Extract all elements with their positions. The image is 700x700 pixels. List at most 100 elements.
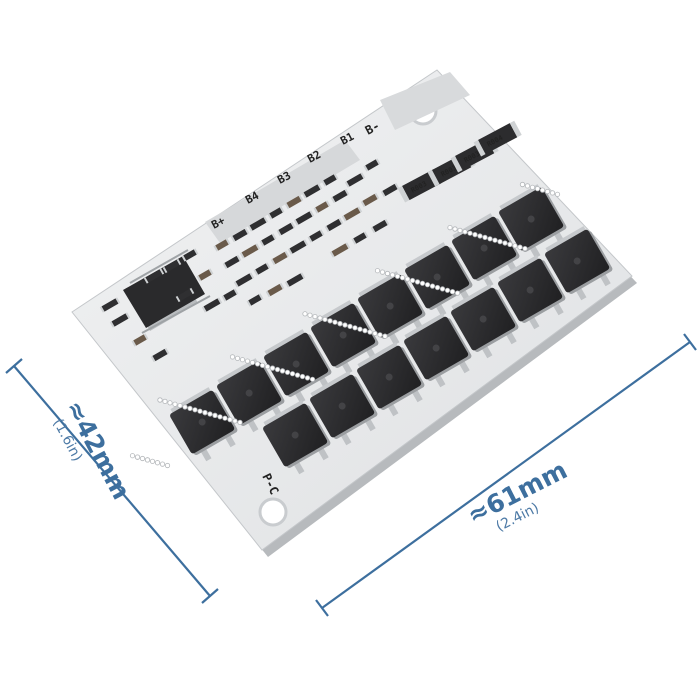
via-hole — [342, 322, 348, 328]
via-hole — [472, 232, 478, 238]
width-dimension-line — [315, 333, 697, 617]
via-hole — [159, 461, 166, 467]
via-hole — [384, 270, 391, 277]
sense-resistors: R003 R003 R003 R004 — [397, 120, 522, 203]
smd-part — [201, 297, 223, 313]
via-hole — [187, 405, 193, 411]
via-hole — [299, 373, 306, 380]
via-hole — [539, 187, 546, 193]
pin-label-b1: B1 — [338, 130, 356, 148]
via-hole — [524, 183, 531, 189]
smd-part — [313, 200, 331, 214]
via-hole — [239, 357, 246, 363]
via-hole — [419, 280, 426, 286]
via-hole — [507, 241, 513, 247]
via-hole — [482, 234, 488, 240]
mosfet — [545, 226, 613, 301]
via-hole — [164, 462, 171, 469]
via-hole — [264, 364, 271, 370]
via-hole — [449, 289, 456, 295]
smd-part — [222, 254, 242, 270]
smd-part — [321, 173, 339, 187]
via-hole — [322, 316, 328, 322]
via-hole — [232, 418, 238, 424]
via-hole — [249, 359, 256, 366]
via-hole — [439, 286, 446, 292]
via-hole — [162, 398, 168, 404]
via-hole — [447, 225, 453, 231]
via-hole — [144, 457, 151, 463]
via-hole — [457, 227, 463, 233]
smd-part — [143, 268, 165, 284]
via-hole — [269, 365, 276, 371]
mosfet — [310, 371, 378, 446]
pin-label-bminus: B- — [363, 119, 382, 138]
pin-label-b2: B2 — [305, 148, 323, 166]
via-hole — [357, 326, 363, 332]
via-hole — [172, 401, 178, 407]
via-hole — [229, 354, 236, 360]
smd-part — [259, 233, 277, 247]
via-hole — [554, 191, 561, 197]
smd-part — [363, 158, 381, 172]
mosfet — [404, 313, 472, 388]
pad-region — [205, 140, 360, 243]
mosfet — [499, 184, 567, 259]
pin-label-b3: B3 — [275, 169, 293, 187]
via-hole — [382, 333, 388, 339]
smd-part — [284, 194, 304, 210]
mosfet — [358, 271, 426, 346]
via-hole — [522, 246, 528, 252]
via-hole — [379, 269, 386, 275]
via-hole — [549, 190, 556, 196]
mosfet — [217, 358, 285, 433]
via-hole — [317, 315, 323, 321]
smd-part — [370, 218, 390, 234]
smd-part — [230, 227, 250, 243]
mosfet — [498, 255, 566, 330]
smd-part — [380, 182, 400, 198]
smd-part — [213, 238, 231, 252]
via-hole — [332, 319, 338, 325]
smd-part — [196, 268, 214, 282]
via-hole — [134, 454, 141, 460]
via-holes — [129, 181, 561, 469]
via-hole — [177, 402, 183, 409]
via-hole — [377, 332, 383, 338]
via-hole — [157, 397, 163, 403]
smd-part — [301, 183, 323, 199]
via-hole — [409, 277, 416, 284]
smd-part — [307, 229, 325, 243]
via-hole — [477, 233, 483, 239]
smd-part — [247, 216, 269, 232]
via-hole — [284, 369, 291, 375]
via-hole — [279, 368, 286, 374]
via-hole — [227, 416, 233, 423]
smd-part — [360, 192, 380, 208]
via-hole — [254, 361, 261, 367]
smd-components — [99, 158, 400, 363]
via-hole — [374, 268, 381, 274]
smd-part — [287, 239, 309, 255]
via-hole — [167, 400, 173, 406]
via-hole — [129, 453, 136, 459]
smd-part — [162, 258, 182, 274]
smd-part — [181, 248, 199, 262]
via-hole — [304, 375, 311, 381]
via-hole — [452, 226, 458, 232]
via-hole — [517, 244, 523, 250]
pin-label-b4: B4 — [243, 189, 261, 207]
ic-chip — [123, 249, 211, 334]
via-hole — [434, 284, 441, 291]
smd-part — [284, 272, 306, 288]
smd-part — [109, 312, 131, 328]
mosfet — [451, 284, 519, 359]
via-hole — [519, 181, 526, 188]
via-hole — [139, 455, 146, 462]
smd-part — [351, 231, 369, 245]
smd-part — [233, 272, 255, 288]
via-hole — [237, 419, 243, 425]
via-hole — [192, 407, 198, 413]
smd-part — [175, 287, 195, 303]
